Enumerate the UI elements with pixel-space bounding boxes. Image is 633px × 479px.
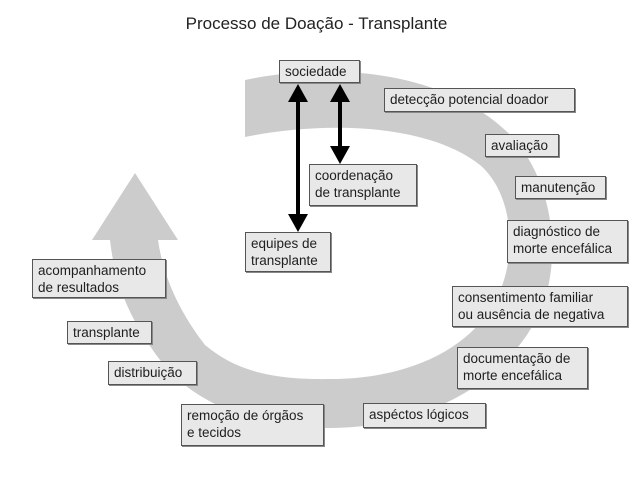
arrow-society-teams <box>288 84 308 232</box>
actor-teams: equipes de transplante <box>245 232 331 272</box>
diagram-title: Processo de Doação - Transplante <box>185 14 448 33</box>
step-transplant: transplante <box>67 321 152 344</box>
actor-coordination: coordenação de transplante <box>309 164 417 206</box>
arrow-society-coordination <box>330 84 350 164</box>
step-family-consent: consentimento familiar ou ausência de ne… <box>452 286 628 327</box>
step-maintenance: manutenção <box>515 176 606 199</box>
step-logistics: aspéctos lógicos <box>363 403 486 428</box>
step-distribution: distribuição <box>108 361 197 385</box>
step-evaluation: avaliação <box>485 134 559 157</box>
step-brain-death-diagnosis: diagnóstico de morte encefálica <box>507 220 628 263</box>
step-detection: detecção potencial doador <box>384 88 575 112</box>
step-brain-death-documentation: documentação de morte encefálica <box>457 347 588 389</box>
actor-society: sociedade <box>279 60 360 83</box>
step-organ-removal: remoção de órgãos e tecidos <box>181 404 324 446</box>
step-results-follow-up: acompanhamento de resultados <box>32 259 166 298</box>
